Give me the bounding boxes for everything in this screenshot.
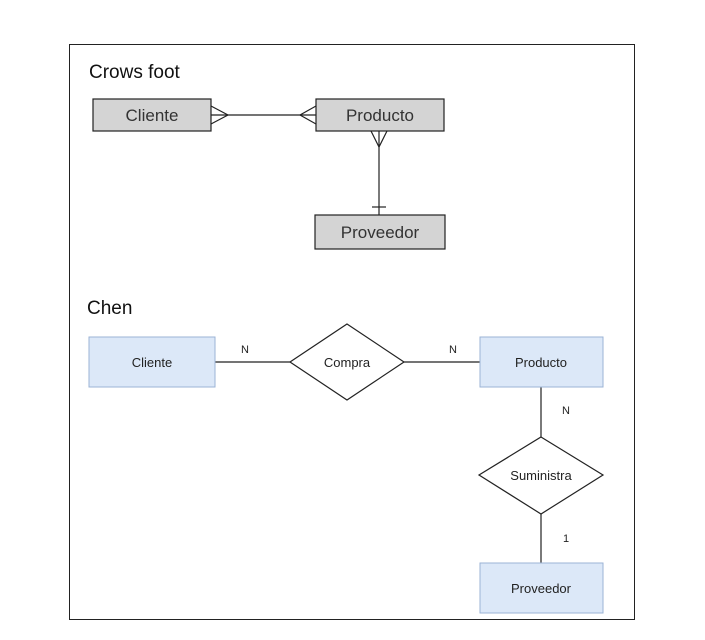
chen-entity-proveedor-label: Proveedor: [511, 581, 572, 596]
chen-entity-proveedor: Proveedor: [479, 562, 604, 614]
card-compra-producto: N: [449, 344, 457, 356]
chen-relationship-compra: Compra: [288, 323, 406, 401]
cf-entity-cliente-label: Cliente: [126, 106, 179, 125]
chen-relationship-suministra: Suministra: [477, 436, 605, 515]
cf-crowfoot-producto: [298, 105, 317, 125]
chen-entity-cliente: Cliente: [88, 336, 216, 388]
crows-foot-title: Crows foot: [89, 62, 181, 83]
chen-entity-producto-label: Producto: [515, 355, 567, 370]
cf-entity-cliente: Cliente: [92, 98, 212, 132]
cf-crowfoot-cliente: [210, 105, 230, 125]
cf-entity-proveedor-label: Proveedor: [341, 223, 420, 242]
card-cliente-compra: N: [241, 344, 249, 356]
card-suministra-proveedor: 1: [563, 533, 569, 545]
cf-crowfoot-producto-bottom: [370, 130, 388, 149]
cf-entity-proveedor: Proveedor: [314, 214, 446, 250]
chen-entity-cliente-label: Cliente: [132, 355, 172, 370]
card-producto-suministra: N: [562, 405, 570, 417]
chen-entity-producto: Producto: [479, 336, 604, 388]
chen-relationship-compra-label: Compra: [324, 355, 371, 370]
cf-entity-producto-label: Producto: [346, 106, 414, 125]
chen-title: Chen: [87, 298, 132, 319]
chen-relationship-suministra-label: Suministra: [510, 468, 572, 483]
cf-entity-producto: Producto: [315, 98, 445, 132]
